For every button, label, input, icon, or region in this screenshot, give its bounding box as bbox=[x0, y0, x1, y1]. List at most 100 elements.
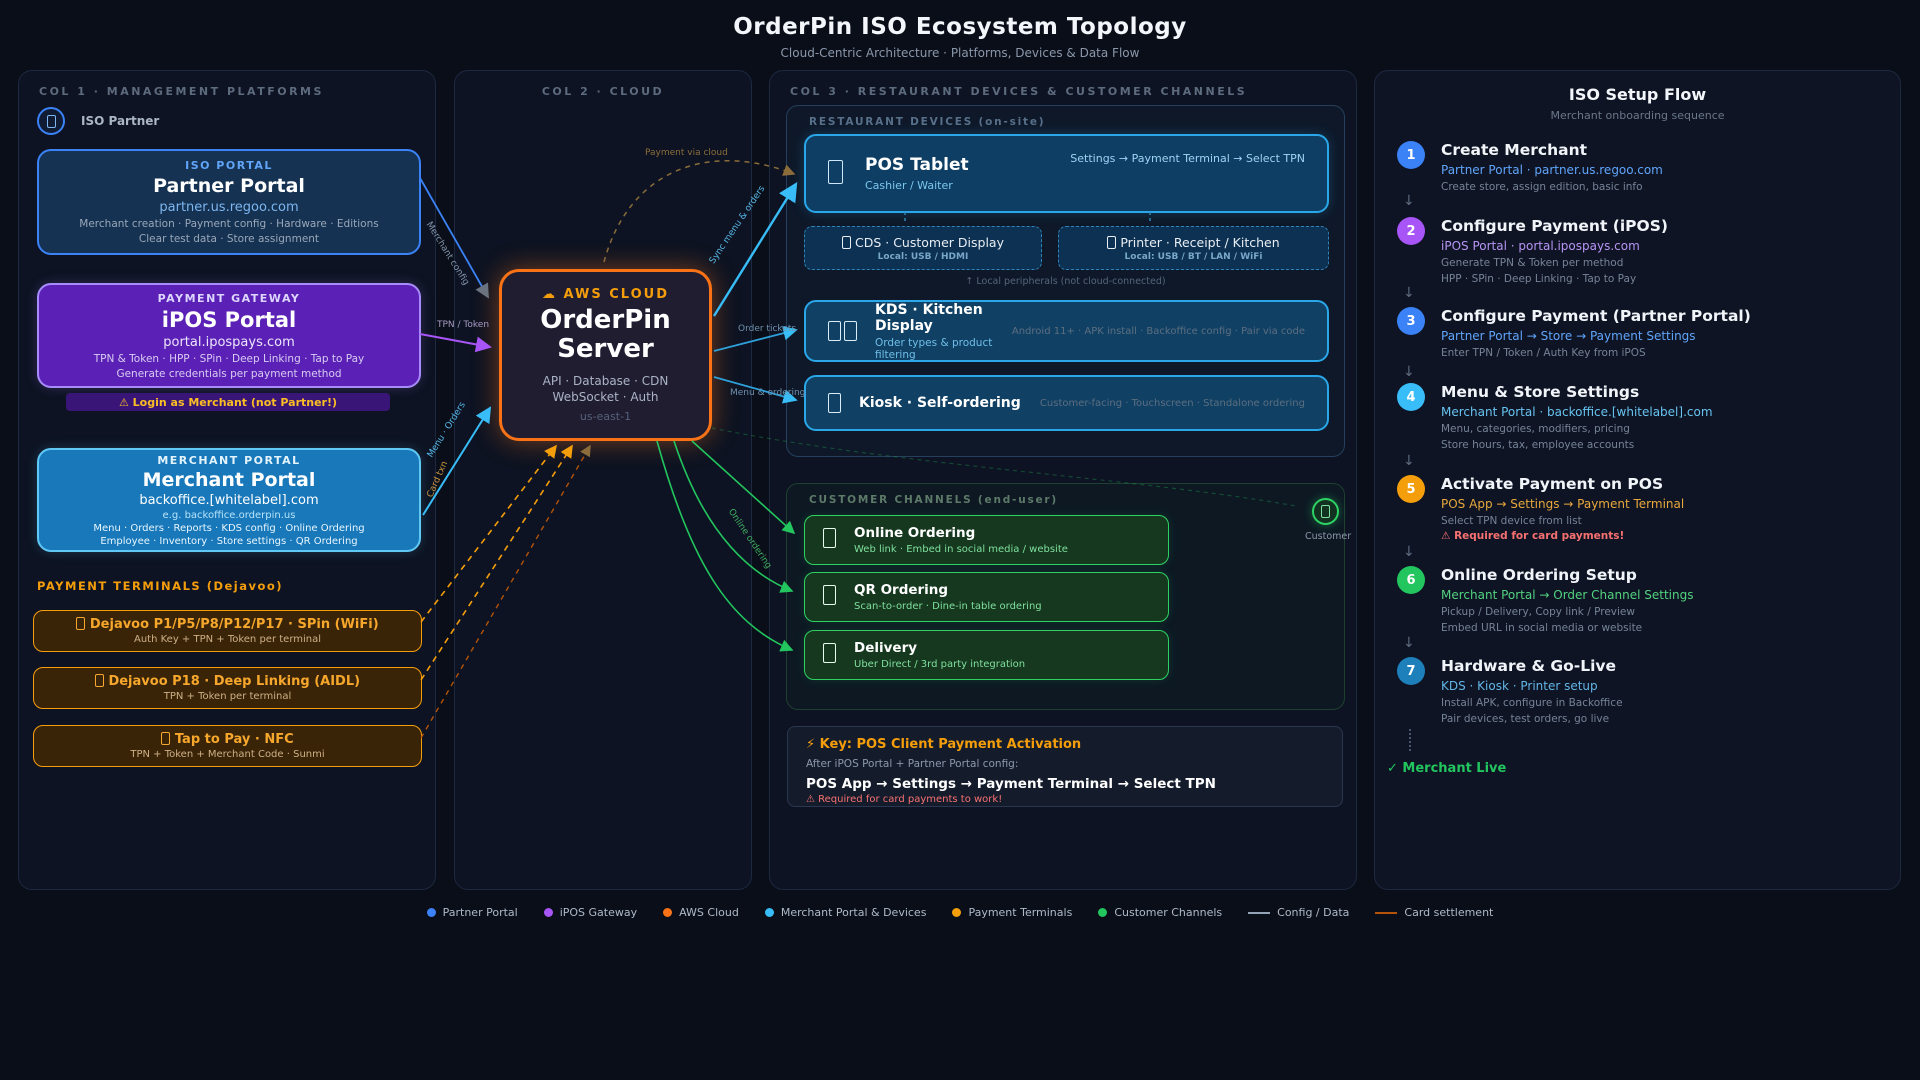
flow-step-6: 6 Online Ordering Setup Merchant Portal … bbox=[1397, 566, 1886, 634]
col2-header: COL 2 · CLOUD bbox=[541, 85, 665, 98]
delivery-node: Delivery Uber Direct / 3rd party integra… bbox=[804, 630, 1169, 680]
tablet-icon bbox=[828, 159, 843, 188]
terminal-deeplink-node: Dejavoo P18 · Deep Linking (AIDL) TPN + … bbox=[33, 667, 422, 709]
legend-payment-terminals: Payment Terminals bbox=[952, 906, 1072, 919]
restaurant-devices-panel: RESTAURANT DEVICES (on-site) POS Tablet … bbox=[786, 105, 1345, 457]
key-path: POS App → Settings → Payment Terminal → … bbox=[806, 776, 1216, 792]
terminal-deeplink-sub: TPN + Token per terminal bbox=[163, 691, 292, 702]
legend-dot-icon bbox=[426, 908, 436, 917]
qr-ordering-sub: Scan-to-order · Dine-in table ordering bbox=[854, 601, 1042, 612]
qr-icon bbox=[823, 585, 836, 609]
step-3-title: Configure Payment (Partner Portal) bbox=[1441, 307, 1751, 325]
step-3-detail: Enter TPN / Token / Auth Key from iPOS bbox=[1441, 347, 1646, 359]
edge-label-payment-via-cloud: Payment via cloud bbox=[645, 148, 728, 158]
pos-sub: Cashier / Waiter bbox=[865, 179, 953, 192]
legend-line-icon bbox=[1375, 911, 1398, 914]
edge-label-menu-ordering: Menu & ordering bbox=[730, 388, 806, 398]
iso-partner-label: ISO Partner bbox=[81, 114, 160, 128]
legend-partner-portal: Partner Portal bbox=[426, 906, 518, 919]
ipos-gateway-node: PAYMENT GATEWAY iPOS Portal portal.iposp… bbox=[37, 283, 421, 388]
down-arrow-icon: ↓ bbox=[1403, 635, 1415, 651]
step-7-detail2: Pair devices, test orders, go live bbox=[1441, 713, 1610, 725]
pos-title: POS Tablet bbox=[865, 155, 969, 175]
kitchen-icon bbox=[828, 321, 857, 341]
lightning-icon: ⚡ Key: POS Client Payment Activation bbox=[806, 737, 1082, 752]
col3-header: COL 3 · RESTAURANT DEVICES & CUSTOMER CH… bbox=[790, 85, 1248, 98]
terminal-taptopay-sub: TPN + Token + Merchant Code · Sunmi bbox=[130, 749, 325, 760]
flow-dotted-connector bbox=[1409, 729, 1411, 751]
channels-header: CUSTOMER CHANNELS (end-user) bbox=[809, 494, 1059, 506]
delivery-sub: Uber Direct / 3rd party integration bbox=[854, 659, 1026, 670]
step-3-link: Partner Portal → Store → Payment Setting… bbox=[1441, 329, 1696, 343]
step-7-detail: Install APK, configure in Backoffice bbox=[1441, 697, 1623, 709]
iso-portal-title: Partner Portal bbox=[153, 175, 305, 197]
kiosk-node: Kiosk · Self-ordering Customer-facing · … bbox=[804, 375, 1329, 431]
printer-node: Printer · Receipt / Kitchen Local: USB /… bbox=[1058, 226, 1329, 270]
gateway-title: iPOS Portal bbox=[161, 307, 297, 332]
legend-dot-icon bbox=[543, 908, 553, 917]
merchant-tag: MERCHANT PORTAL bbox=[157, 453, 301, 467]
merchant-features2: Employee · Inventory · Store settings · … bbox=[100, 535, 358, 547]
edge-label-order-tickets: Order tickets bbox=[738, 324, 797, 334]
step-7-link: KDS · Kiosk · Printer setup bbox=[1441, 679, 1598, 693]
customer-badge: Customer bbox=[1305, 498, 1351, 542]
online-ordering-sub: Web link · Embed in social media / websi… bbox=[854, 544, 1068, 555]
payment-activation-key: ⚡ Key: POS Client Payment Activation Aft… bbox=[787, 726, 1343, 807]
kds-sub: Order types & product filtering bbox=[875, 336, 993, 361]
kiosk-notes: Customer-facing · Touchscreen · Standalo… bbox=[1039, 397, 1305, 409]
online-ordering-node: Online Ordering Web link · Embed in soci… bbox=[804, 515, 1169, 565]
kds-node: KDS · Kitchen Display Order types & prod… bbox=[804, 300, 1329, 362]
step-5-link: POS App → Settings → Payment Terminal bbox=[1441, 497, 1685, 511]
terminals-header: PAYMENT TERMINALS (Dejavoo) bbox=[37, 579, 284, 593]
step-1-detail: Create store, assign edition, basic info bbox=[1441, 181, 1643, 193]
merchant-portal-node: MERCHANT PORTAL Merchant Portal backoffi… bbox=[37, 448, 421, 552]
cloud-title: OrderPin Server bbox=[540, 304, 671, 364]
iso-portal-features2: Clear test data · Store assignment bbox=[138, 233, 320, 245]
terminal-taptopay-node: Tap to Pay · NFC TPN + Token + Merchant … bbox=[33, 725, 422, 767]
step-7-badge: 7 bbox=[1397, 657, 1425, 685]
step-2-detail2: HPP · SPin · Deep Linking · Tap to Pay bbox=[1441, 273, 1637, 285]
step-2-link: iPOS Portal · portal.ipospays.com bbox=[1441, 239, 1640, 253]
step-4-detail2: Store hours, tax, employee accounts bbox=[1441, 439, 1635, 451]
merchant-live-status: ✓ Merchant Live bbox=[1387, 761, 1507, 776]
step-5-title: Activate Payment on POS bbox=[1441, 475, 1664, 493]
step-2-title: Configure Payment (iPOS) bbox=[1441, 217, 1668, 235]
step-6-badge: 6 bbox=[1397, 566, 1425, 594]
flow-step-4: 4 Menu & Store Settings Merchant Portal … bbox=[1397, 383, 1886, 451]
step-4-detail: Menu, categories, modifiers, pricing bbox=[1441, 423, 1630, 435]
terminal-spin-sub: Auth Key + TPN + Token per terminal bbox=[133, 634, 322, 645]
qr-ordering-title: QR Ordering bbox=[854, 582, 949, 598]
iso-partner-chip: ISO Partner bbox=[37, 107, 159, 135]
terminal-spin-node: Dejavoo P1/P5/P8/P12/P17 · SPin (WiFi) A… bbox=[33, 610, 422, 652]
step-1-title: Create Merchant bbox=[1441, 141, 1588, 159]
globe-icon bbox=[823, 528, 836, 552]
kiosk-icon bbox=[828, 393, 841, 413]
aws-cloud-node: ☁ AWS CLOUD OrderPin Server API · Databa… bbox=[499, 269, 712, 441]
terminal-icon: Tap to Pay · NFC bbox=[161, 732, 294, 747]
step-1-badge: 1 bbox=[1397, 141, 1425, 169]
step-4-link: Merchant Portal · backoffice.[whitelabel… bbox=[1441, 405, 1713, 419]
kds-title: KDS · Kitchen Display bbox=[875, 301, 983, 334]
merchant-url: backoffice.[whitelabel].com bbox=[139, 492, 319, 508]
gateway-warning: ⚠ Login as Merchant (not Partner!) bbox=[66, 393, 390, 411]
step-3-badge: 3 bbox=[1397, 307, 1425, 335]
printer-sub: Local: USB / BT / LAN / WiFi bbox=[1124, 251, 1263, 262]
terminal-icon: Dejavoo P18 · Deep Linking (AIDL) bbox=[94, 674, 360, 689]
legend-customer-channels: Customer Channels bbox=[1098, 906, 1222, 919]
step-4-title: Menu & Store Settings bbox=[1441, 383, 1640, 401]
step-2-badge: 2 bbox=[1397, 217, 1425, 245]
pos-settings-path: Settings → Payment Terminal → Select TPN bbox=[1070, 152, 1305, 165]
step-6-link: Merchant Portal → Order Channel Settings bbox=[1441, 588, 1694, 602]
display-icon: CDS · Customer Display bbox=[842, 235, 1004, 250]
gateway-features: TPN & Token · HPP · SPin · Deep Linking … bbox=[93, 352, 365, 365]
legend-line-icon bbox=[1248, 911, 1271, 914]
flow-step-1: 1 Create Merchant Partner Portal · partn… bbox=[1397, 141, 1886, 193]
peripherals-note: ↑ Local peripherals (not cloud-connected… bbox=[965, 276, 1166, 287]
iso-setup-flow-panel: ISO Setup Flow Merchant onboarding seque… bbox=[1374, 70, 1901, 890]
flow-subtitle: Merchant onboarding sequence bbox=[1550, 109, 1725, 122]
kiosk-title: Kiosk · Self-ordering bbox=[859, 395, 1021, 411]
step-6-detail: Pickup / Delivery, Copy link / Preview bbox=[1441, 606, 1635, 618]
person-icon bbox=[37, 107, 65, 135]
iso-portal-tag: ISO PORTAL bbox=[185, 159, 273, 172]
